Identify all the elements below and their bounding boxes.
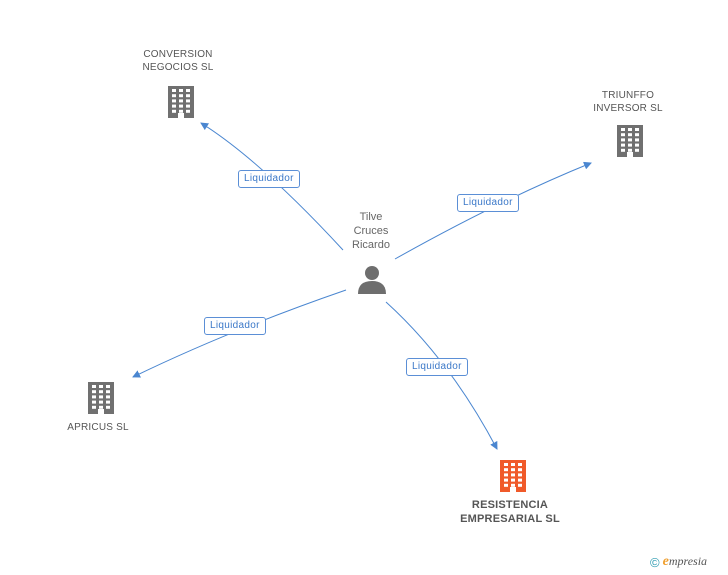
building-icon-resistencia[interactable] — [500, 460, 526, 492]
edge-label-apricus[interactable]: Liquidador — [204, 317, 266, 335]
company-name-line: NEGOCIOS SL — [142, 62, 214, 73]
company-name-line: APRICUS SL — [67, 422, 129, 433]
edge-label-resistencia[interactable]: Liquidador — [406, 358, 468, 376]
footer-brand: © empresia — [650, 554, 707, 570]
edge-label-triunffo[interactable]: Liquidador — [457, 194, 519, 212]
company-name-line: EMPRESARIAL SL — [460, 513, 560, 525]
copyright-icon: © — [650, 554, 660, 570]
company-label-triunffo[interactable]: TRIUNFFO INVERSOR SL — [578, 89, 678, 115]
person-name-line: Ricardo — [352, 239, 390, 251]
company-name-line: INVERSOR SL — [593, 103, 663, 114]
company-name-line: CONVERSION — [143, 49, 213, 60]
building-icon-triunffo[interactable] — [617, 125, 643, 157]
person-name[interactable]: Tilve Cruces Ricardo — [340, 210, 402, 252]
brand-logo[interactable]: empresia — [662, 554, 708, 569]
building-icon-conversion[interactable] — [168, 86, 194, 118]
company-name-line: TRIUNFFO — [601, 90, 655, 101]
company-label-resistencia[interactable]: RESISTENCIA EMPRESARIAL SL — [440, 498, 580, 526]
person-name-line: Tilve — [359, 211, 383, 223]
person-icon[interactable] — [358, 266, 386, 294]
company-label-apricus[interactable]: APRICUS SL — [48, 421, 148, 434]
company-label-conversion[interactable]: CONVERSION NEGOCIOS SL — [128, 48, 228, 74]
company-name-line: RESISTENCIA — [471, 499, 549, 511]
building-icon-apricus[interactable] — [88, 382, 114, 414]
person-name-line: Cruces — [353, 225, 389, 237]
edge-label-conversion[interactable]: Liquidador — [238, 170, 300, 188]
